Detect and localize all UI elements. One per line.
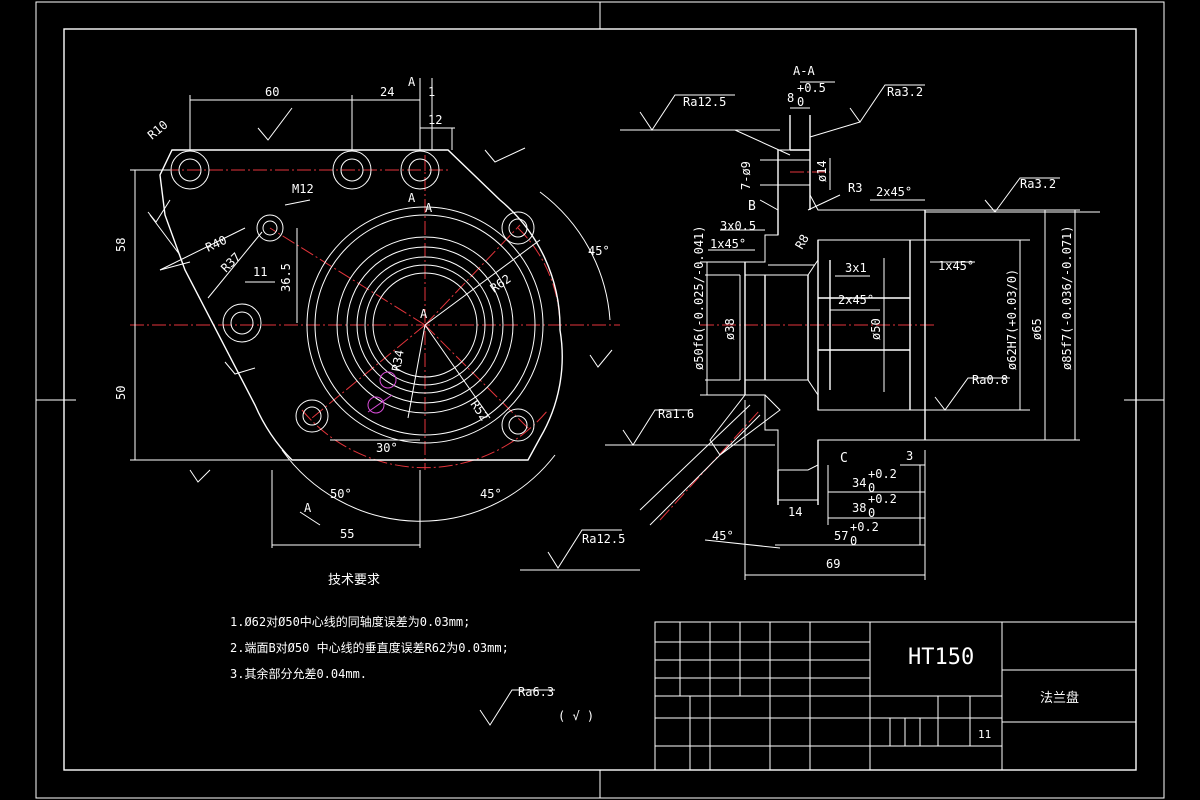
dim-dia-50: ø50 <box>869 318 883 340</box>
radius-r10: R10 <box>145 118 171 143</box>
roughness-ra12-5-top: Ra12.5 <box>683 95 726 109</box>
front-roughness-marks <box>147 107 613 483</box>
dim-dia-38: ø38 <box>723 318 737 340</box>
dim-55: 55 <box>340 527 354 541</box>
requirement-1: 1.Ø62对Ø50中心线的同轴度误差为0.03mm; <box>230 614 470 629</box>
dim-3: 3 <box>906 449 913 463</box>
dim-dia-14: ø14 <box>815 160 829 182</box>
dim-11: 11 <box>253 265 267 279</box>
chamfer-2x45-top: 2x45° <box>876 185 912 199</box>
dim-dia-65: ø65 <box>1030 318 1044 340</box>
section-roughness-marks <box>479 84 1100 726</box>
label-a-center: A <box>420 307 428 321</box>
radius-r8: R8 <box>792 232 811 252</box>
radius-r34: R34 <box>389 349 407 373</box>
front-view: 60 24 1 A 12 R10 M12 A A 58 50 R40 R37 1… <box>114 75 620 548</box>
angle-45-bottom: 45° <box>480 487 502 501</box>
section-dimension-lines <box>639 81 1080 580</box>
chamfer-3x0-5: 3x0.5 <box>720 219 756 233</box>
dim-38-zero: 0 <box>868 506 875 520</box>
dim-dia-50f6: ø50f6(-0.025/-0.041) <box>692 226 706 371</box>
angle-50: 50° <box>330 487 352 501</box>
label-a-top-1: A <box>408 75 416 89</box>
label-a-top-2: A <box>408 191 416 205</box>
dim-34-zero: 0 <box>868 481 875 495</box>
section-title: A-A <box>793 64 815 78</box>
label-b: B <box>748 199 756 214</box>
dim-34: 34 <box>852 476 866 490</box>
chamfer-1x45-left: 1x45° <box>710 237 746 251</box>
dim-slot-tol-u: +0.5 <box>797 81 826 95</box>
dim-58: 58 <box>114 238 128 252</box>
requirements-title: 技术要求 <box>328 573 380 588</box>
dim-50-front: 50 <box>114 386 128 400</box>
radius-r62: R62 <box>488 272 514 296</box>
roughness-ra12-5-bottom: Ra12.5 <box>582 532 625 546</box>
dim-36-5: 36.5 <box>279 263 293 292</box>
dim-38-tol: +0.2 <box>868 492 897 506</box>
roughness-ra0-8: Ra0.8 <box>972 373 1008 387</box>
dim-dia-62h7: ø62H7(+0.03/0) <box>1005 269 1019 370</box>
dim-38-section: 38 <box>852 501 866 515</box>
roughness-ra1-6: Ra1.6 <box>658 407 694 421</box>
dim-57-tol: +0.2 <box>850 520 879 534</box>
label-a-bottom: A <box>304 501 312 515</box>
label-c: C <box>840 451 848 466</box>
general-roughness-symbol: ( √ ) <box>558 709 594 723</box>
title-material: HT150 <box>908 645 974 670</box>
requirement-3: 3.其余部分允差0.04mm. <box>230 666 367 681</box>
angle-30: 30° <box>376 441 398 455</box>
front-dimension-lines <box>130 78 611 548</box>
roughness-ra3-2-top: Ra3.2 <box>887 85 923 99</box>
dim-57: 57 <box>834 529 848 543</box>
flange-outline <box>159 149 563 461</box>
section-outline <box>744 115 926 505</box>
dim-24: 24 <box>380 85 394 99</box>
title-part-name: 法兰盘 <box>1040 690 1079 706</box>
bolt-holes <box>170 150 535 442</box>
dim-slot-8: 8 <box>787 91 794 105</box>
radius-r3: R3 <box>848 181 862 195</box>
dim-14-section: 14 <box>788 505 802 519</box>
label-a-top-3: A <box>425 201 433 215</box>
section-hatch-lower <box>744 379 926 471</box>
dim-dia-85f7: ø85f7(-0.036/-0.071) <box>1060 226 1074 371</box>
angle-45-top: 45° <box>588 244 610 258</box>
radius-r52: R52 <box>468 398 492 424</box>
bore-circle-1 <box>306 206 544 444</box>
thread-m12: M12 <box>292 182 314 196</box>
chamfer-2x45-mid: 2x45° <box>838 293 874 307</box>
datum-marker <box>367 371 397 414</box>
roughness-ra3-2-right: Ra3.2 <box>1020 177 1056 191</box>
section-view: A-A 8 +0.5 0 Ra12.5 Ra3.2 7-ø9 ø14 R3 2x… <box>479 64 1100 726</box>
dim-1: 1 <box>428 85 435 99</box>
angle-45-section: 45° <box>712 529 734 543</box>
sheet-frame <box>35 1 1165 799</box>
radius-r40: R40 <box>203 233 229 255</box>
title-scale-cell: 11 <box>978 728 991 741</box>
dim-7-holes: 7-ø9 <box>739 161 753 190</box>
dim-69: 69 <box>826 557 840 571</box>
dim-57-zero: 0 <box>850 534 857 548</box>
radius-r37: R37 <box>218 250 243 275</box>
requirement-2: 2.端面B对Ø50 中心线的垂直度误差R62为0.03mm; <box>230 640 509 655</box>
title-block: HT150 法兰盘 11 <box>654 621 1137 771</box>
general-roughness: Ra6.3 <box>518 685 554 699</box>
dim-12: 12 <box>428 113 442 127</box>
technical-requirements: 技术要求 1.Ø62对Ø50中心线的同轴度误差为0.03mm; 2.端面B对Ø5… <box>230 573 594 723</box>
dim-34-tol: +0.2 <box>868 467 897 481</box>
section-hatch-diagonal <box>709 394 781 456</box>
section-hatch-upper <box>744 149 926 276</box>
dim-slot-tol-l: 0 <box>797 95 804 109</box>
chamfer-3x1: 3x1 <box>845 261 867 275</box>
dim-60: 60 <box>265 85 279 99</box>
chamfer-1x45-right: 1x45° <box>938 259 974 273</box>
